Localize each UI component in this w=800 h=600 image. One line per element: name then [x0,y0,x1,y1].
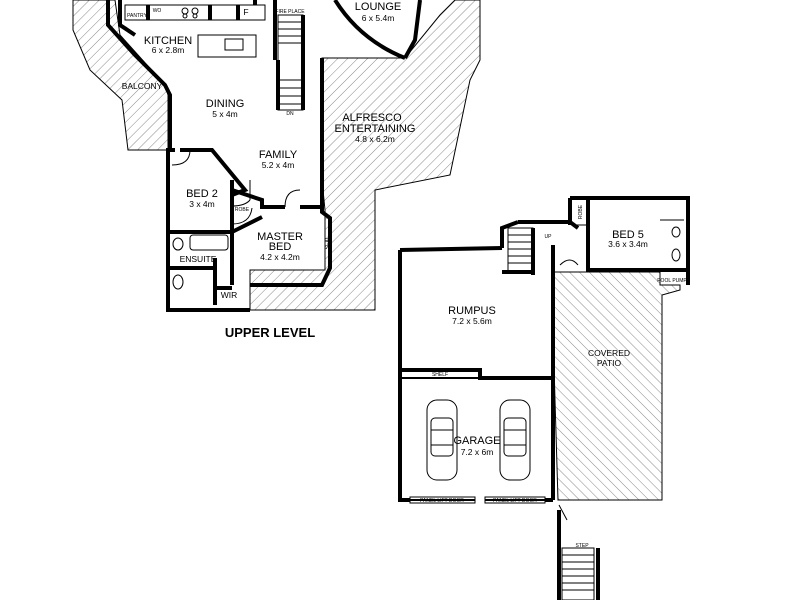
pantry-label: PANTRY [127,13,147,19]
dn-label: DN [286,111,294,117]
kitchen-dim: 6 x 2.8m [152,45,185,55]
car-right-icon [499,399,531,481]
lounge-name: LOUNGE [355,1,401,13]
bed2-dim: 3 x 4m [189,199,215,209]
f-label: F [243,7,248,17]
bathtub [189,234,229,251]
family-dim: 5.2 x 4m [262,160,295,170]
kitchen-island [197,34,257,58]
bed5-walls [570,196,690,285]
wir-label: WIR [221,290,238,300]
kitchen-bench [124,4,266,21]
ensuite-label: ENSUITE [180,254,217,264]
dining-name: DINING [206,98,245,110]
bed2-name: BED 2 [186,188,218,200]
bed5-name: BED 5 [612,229,644,241]
robe-label-lower: ROBE [578,204,584,219]
patio-name-2: PATIO [597,358,622,368]
alfresco-deck [249,0,481,311]
shelf-label: SHELF [432,372,448,378]
alfresco-name-2: ENTERTAINING [335,123,416,135]
wo-label: WO [153,8,162,14]
fire-place-label: FIRE PLACE [275,9,305,15]
seat-label: SEAT [325,237,331,250]
lounge-dim: 6 x 5.4m [362,13,395,23]
garage-name: GARAGE [453,435,500,447]
upper-level-label: UPPER LEVEL [225,325,315,340]
alfresco-name-1: ALFRESCO [342,112,402,124]
panel-lift-door-left: PANEL LIFT DOOR [420,498,464,504]
dining-dim: 5 x 4m [212,109,238,119]
robe-label-upper: ROBE [235,207,250,213]
pool-pump-label: POOL PUMP [657,278,687,284]
alfresco-dim: 4.8 x 6.2m [355,134,395,144]
sink-icon [224,38,244,51]
garage-dim: 7.2 x 6m [461,447,494,457]
car-left-icon [426,399,458,481]
balcony-label: BALCONY [122,81,163,91]
covered-patio-deck [552,271,681,501]
panel-lift-door-right: PANEL LIFT DOOR [493,498,537,504]
patio-name-1: COVERED [588,348,630,358]
master-dim: 4.2 x 4.2m [260,252,300,262]
rumpus-dim: 7.2 x 5.6m [452,316,492,326]
step-stair [561,547,595,600]
lower-exterior-walls [398,250,410,502]
family-name: FAMILY [259,149,298,161]
bed5-dim: 3.6 x 3.4m [608,239,648,249]
master-name-1: MASTER [257,231,303,243]
master-name-2: BED [269,241,292,253]
rumpus-name: RUMPUS [448,305,496,317]
up-label: UP [545,234,553,240]
kitchen-name: KITCHEN [144,35,192,47]
step-label: STEP [575,543,589,549]
